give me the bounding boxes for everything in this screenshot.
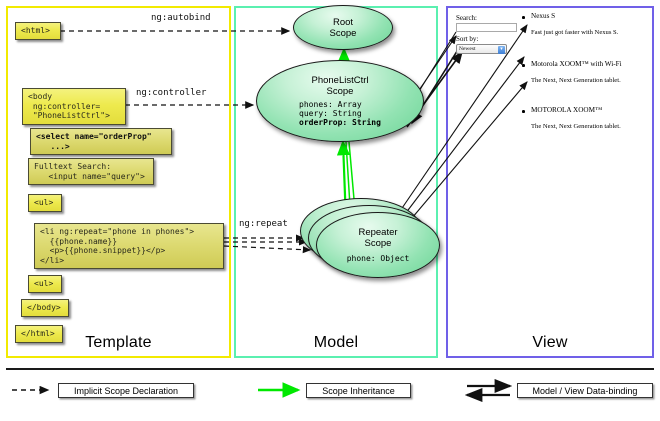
view-sort-label: Sort by:	[456, 35, 479, 43]
scope-root-title-2: Scope	[329, 27, 357, 39]
code-block-select-orderprop: <select name="orderProp" ...>	[30, 128, 172, 155]
view-phone-name[interactable]: Nexus S	[531, 12, 556, 20]
scope-prop-orderprop: orderProp: String	[299, 118, 381, 128]
code-block-fulltext-search: Fulltext Search: <input name="query">	[28, 158, 154, 185]
scope-phonelistctrl-title-1: PhoneListCtrl	[311, 74, 369, 86]
view-phone-name[interactable]: Motorola XOOM™ with Wi-Fi	[531, 60, 622, 68]
list-bullet	[522, 64, 525, 67]
scope-root: Root Scope	[293, 5, 393, 50]
view-phone-snippet: Fast just got faster with Nexus S.	[531, 29, 619, 36]
edge-label-ng-controller: ng:controller	[136, 88, 207, 98]
scope-repeater-props: phone: Object	[347, 254, 410, 263]
column-label-template: Template	[85, 334, 152, 351]
legend-item-implicit-scope-declaration: Implicit Scope Declaration	[58, 383, 194, 398]
view-sort-select-value: Newest	[459, 46, 476, 52]
legend: Implicit Scope Declaration Scope Inherit…	[6, 368, 654, 416]
scope-prop-phones: phones: Array	[299, 99, 362, 109]
scope-phonelistctrl: PhoneListCtrl Scope phones: Array query:…	[256, 60, 424, 142]
view-phone-snippet: The Next, Next Generation tablet.	[531, 77, 621, 84]
scope-phonelistctrl-title-2: Scope	[326, 85, 354, 97]
code-block-html-open: <html>	[15, 22, 61, 40]
view-phone-snippet: The Next, Next Generation tablet.	[531, 123, 621, 130]
chevron-down-icon: ▾	[498, 46, 505, 54]
scope-repeater: Repeater Scope phone: Object	[316, 212, 440, 278]
column-model: Model	[234, 6, 438, 358]
code-block-li-ngrepeat: <li ng:repeat="phone in phones"> {{phone…	[34, 223, 224, 269]
scope-phonelistctrl-props: phones: Array query: String orderProp: S…	[299, 100, 381, 128]
scope-repeater-title-2: Scope	[364, 237, 392, 249]
scope-prop-phone: phone: Object	[346, 253, 410, 263]
legend-divider	[6, 368, 654, 370]
view-sort-select[interactable]: Newest ▾	[456, 44, 507, 54]
list-bullet	[522, 16, 525, 19]
code-block-ul-open: <ul>	[28, 194, 62, 212]
code-block-body-close: </body>	[21, 299, 69, 317]
code-block-html-close: </html>	[15, 325, 63, 343]
legend-item-model-view-data-binding: Model / View Data-binding	[517, 383, 653, 398]
column-label-view: View	[532, 334, 568, 351]
column-label-model: Model	[313, 334, 359, 351]
scope-root-title-1: Root	[332, 16, 354, 28]
code-block-ul-close: <ul>	[28, 275, 62, 293]
list-bullet	[522, 110, 525, 113]
code-block-body-controller: <body ng:controller= "PhoneListCtrl">	[22, 88, 126, 125]
legend-item-scope-inheritance: Scope Inheritance	[306, 383, 411, 398]
view-phone-name[interactable]: MOTOROLA XOOM™	[531, 106, 603, 114]
scope-repeater-title-1: Repeater	[358, 226, 398, 238]
column-view: View	[446, 6, 654, 358]
view-search-label: Search:	[456, 14, 477, 22]
edge-label-ng-repeat: ng:repeat	[239, 219, 288, 229]
scope-prop-query: query: String	[299, 108, 362, 118]
edge-label-ng-autobind: ng:autobind	[151, 13, 211, 23]
view-search-input[interactable]	[456, 23, 517, 32]
